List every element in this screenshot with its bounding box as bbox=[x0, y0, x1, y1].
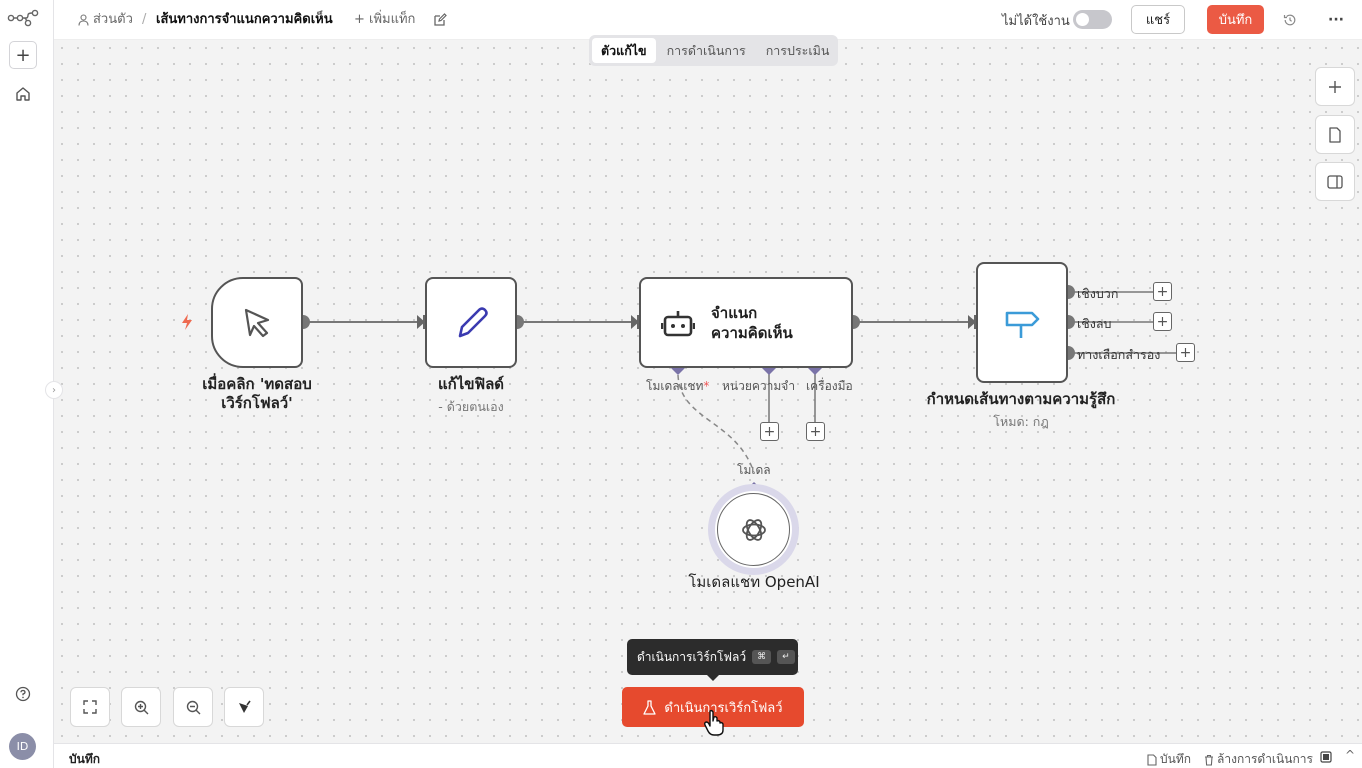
panel-icon bbox=[1327, 174, 1343, 189]
zoom-out-button[interactable] bbox=[173, 687, 213, 727]
active-toggle[interactable] bbox=[1073, 10, 1112, 29]
top-bar: ส่วนตัว / เส้นทางการจำแนกความคิดเห็น + เ… bbox=[54, 0, 1362, 40]
hand-pointer-icon bbox=[703, 709, 724, 736]
tab-editor[interactable]: ตัวแก้ไข bbox=[592, 38, 656, 63]
add-tool-button[interactable]: + bbox=[806, 422, 825, 441]
router-mode: โหมด: กฎ bbox=[993, 414, 1049, 429]
add-fallback-node-button[interactable]: + bbox=[1176, 343, 1195, 362]
edit-description-icon[interactable] bbox=[432, 12, 448, 28]
trash-icon bbox=[1205, 754, 1213, 766]
fullscreen-icon bbox=[83, 700, 97, 714]
avatar[interactable]: ID bbox=[9, 733, 36, 760]
logs-button-label: บันทึก bbox=[1160, 752, 1191, 766]
logs-bar: บันทึก บันทึก ล้างการดำเนินการ ^ bbox=[54, 743, 1362, 768]
n8n-logo-icon[interactable] bbox=[7, 7, 39, 27]
breadcrumb-owner-label: ส่วนตัว bbox=[93, 12, 133, 27]
broom-icon bbox=[239, 700, 251, 713]
sticky-note-button[interactable] bbox=[1315, 115, 1355, 154]
tab-executions[interactable]: การดำเนินการ bbox=[666, 42, 746, 58]
model-port-label: โมเดล bbox=[737, 463, 771, 477]
add-button[interactable]: + bbox=[9, 41, 37, 69]
document-icon bbox=[1147, 753, 1157, 766]
home-icon[interactable] bbox=[13, 84, 33, 104]
fit-view-button[interactable] bbox=[70, 687, 110, 727]
share-button-label: แชร์ bbox=[1145, 13, 1171, 28]
share-button[interactable]: แชร์ bbox=[1131, 5, 1185, 34]
expand-logs-button[interactable]: ^ bbox=[1345, 748, 1356, 762]
edit-fields-label: แก้ไขฟิลด์ bbox=[437, 375, 505, 393]
lightning-icon bbox=[182, 314, 192, 330]
flask-icon bbox=[643, 699, 657, 715]
avatar-initials: ID bbox=[16, 740, 29, 753]
help-icon[interactable] bbox=[13, 684, 33, 704]
logs-title: บันทึก bbox=[69, 752, 100, 766]
history-icon[interactable] bbox=[1281, 11, 1299, 29]
sidebar: + ID bbox=[0, 0, 54, 768]
tidy-up-button[interactable] bbox=[224, 687, 264, 727]
sidebar-collapse-button[interactable]: › bbox=[45, 381, 63, 399]
zoom-in-button[interactable] bbox=[121, 687, 161, 727]
chat-model-port-label: โมเดลแชท* bbox=[646, 377, 709, 396]
pencil-icon bbox=[458, 306, 488, 337]
cursor-click-icon bbox=[244, 308, 270, 337]
more-options-icon[interactable]: ··· bbox=[1328, 12, 1344, 28]
sentiment-classifier-node[interactable]: จำแนก ความคิดเห็น bbox=[639, 277, 853, 368]
zoom-in-icon bbox=[134, 700, 148, 714]
openai-icon bbox=[741, 518, 766, 541]
side-panel-button[interactable] bbox=[1315, 162, 1355, 201]
execute-tooltip-text: ดำเนินการเวิร์กโฟลว์ bbox=[637, 649, 747, 664]
panel-toggle-icon[interactable] bbox=[1320, 751, 1332, 763]
logs-button[interactable]: บันทึก bbox=[1147, 750, 1191, 768]
sentiment-router-node[interactable] bbox=[976, 262, 1068, 383]
clear-executions-label: ล้างการดำเนินการ bbox=[1217, 752, 1313, 766]
output-negative-label: เชิงลบ bbox=[1077, 316, 1112, 331]
user-icon bbox=[78, 14, 89, 26]
breadcrumb-owner[interactable]: ส่วนตัว bbox=[78, 11, 133, 29]
execute-tooltip: ดำเนินการเวิร์กโฟลว์ ⌘ ↵ bbox=[627, 639, 798, 681]
chevron-right-icon: › bbox=[52, 384, 56, 396]
plus-icon bbox=[1329, 80, 1341, 93]
trigger-node-label: เมื่อคลิก 'ทดสอบ เวิร์กโฟลว์' bbox=[202, 375, 312, 412]
plus-icon: + bbox=[15, 44, 31, 66]
clear-executions-button[interactable]: ล้างการดำเนินการ bbox=[1204, 750, 1313, 768]
view-switcher: ตัวแก้ไข การดำเนินการ การประเมิน bbox=[589, 35, 838, 66]
required-marker: * bbox=[703, 379, 710, 393]
signpost-icon bbox=[1005, 311, 1040, 338]
trigger-node[interactable] bbox=[211, 277, 303, 368]
workflow-name[interactable]: เส้นทางการจำแนกความคิดเห็น bbox=[156, 12, 333, 27]
edit-fields-mode: - ด้วยตนเอง bbox=[438, 399, 504, 414]
add-tag-button[interactable]: + เพิ่มแท็ก bbox=[354, 12, 416, 27]
robot-icon bbox=[661, 310, 695, 336]
router-node-label: กำหนดเส้นทางตามความรู้สึก bbox=[926, 390, 1116, 408]
add-positive-node-button[interactable]: + bbox=[1153, 282, 1172, 301]
document-icon bbox=[1329, 126, 1341, 143]
tab-evaluations[interactable]: การประเมิน bbox=[765, 42, 830, 58]
openai-chat-model-node[interactable] bbox=[708, 484, 799, 575]
execute-workflow-label: ดำเนินการเวิร์กโฟลว์ bbox=[664, 700, 783, 716]
add-negative-node-button[interactable]: + bbox=[1153, 312, 1172, 331]
edit-fields-node[interactable] bbox=[425, 277, 517, 368]
save-button[interactable]: บันทึก bbox=[1207, 5, 1264, 34]
tools-port-label: เครื่องมือ bbox=[806, 379, 853, 393]
classifier-node-title: จำแนก ความคิดเห็น bbox=[711, 303, 793, 342]
save-button-label: บันทึก bbox=[1218, 13, 1253, 28]
openai-node-label: โมเดลแชท OpenAI bbox=[688, 573, 820, 591]
zoom-out-icon bbox=[186, 700, 200, 714]
output-positive-label: เชิงบวก bbox=[1077, 286, 1119, 301]
chat-model-port-text: โมเดลแชท bbox=[646, 379, 704, 393]
openai-node-inner bbox=[717, 493, 790, 566]
inactive-label: ไม่ได้ใช้งาน bbox=[1002, 14, 1070, 29]
kbd-enter-icon: ↵ bbox=[777, 650, 795, 664]
breadcrumb-separator: / bbox=[142, 12, 147, 27]
kbd-command-icon: ⌘ bbox=[752, 650, 772, 664]
add-node-button[interactable] bbox=[1315, 67, 1355, 106]
output-fallback-label: ทางเลือกสำรอง bbox=[1077, 347, 1161, 362]
memory-port-label: หน่วยความจำ bbox=[722, 379, 796, 393]
add-memory-button[interactable]: + bbox=[760, 422, 779, 441]
